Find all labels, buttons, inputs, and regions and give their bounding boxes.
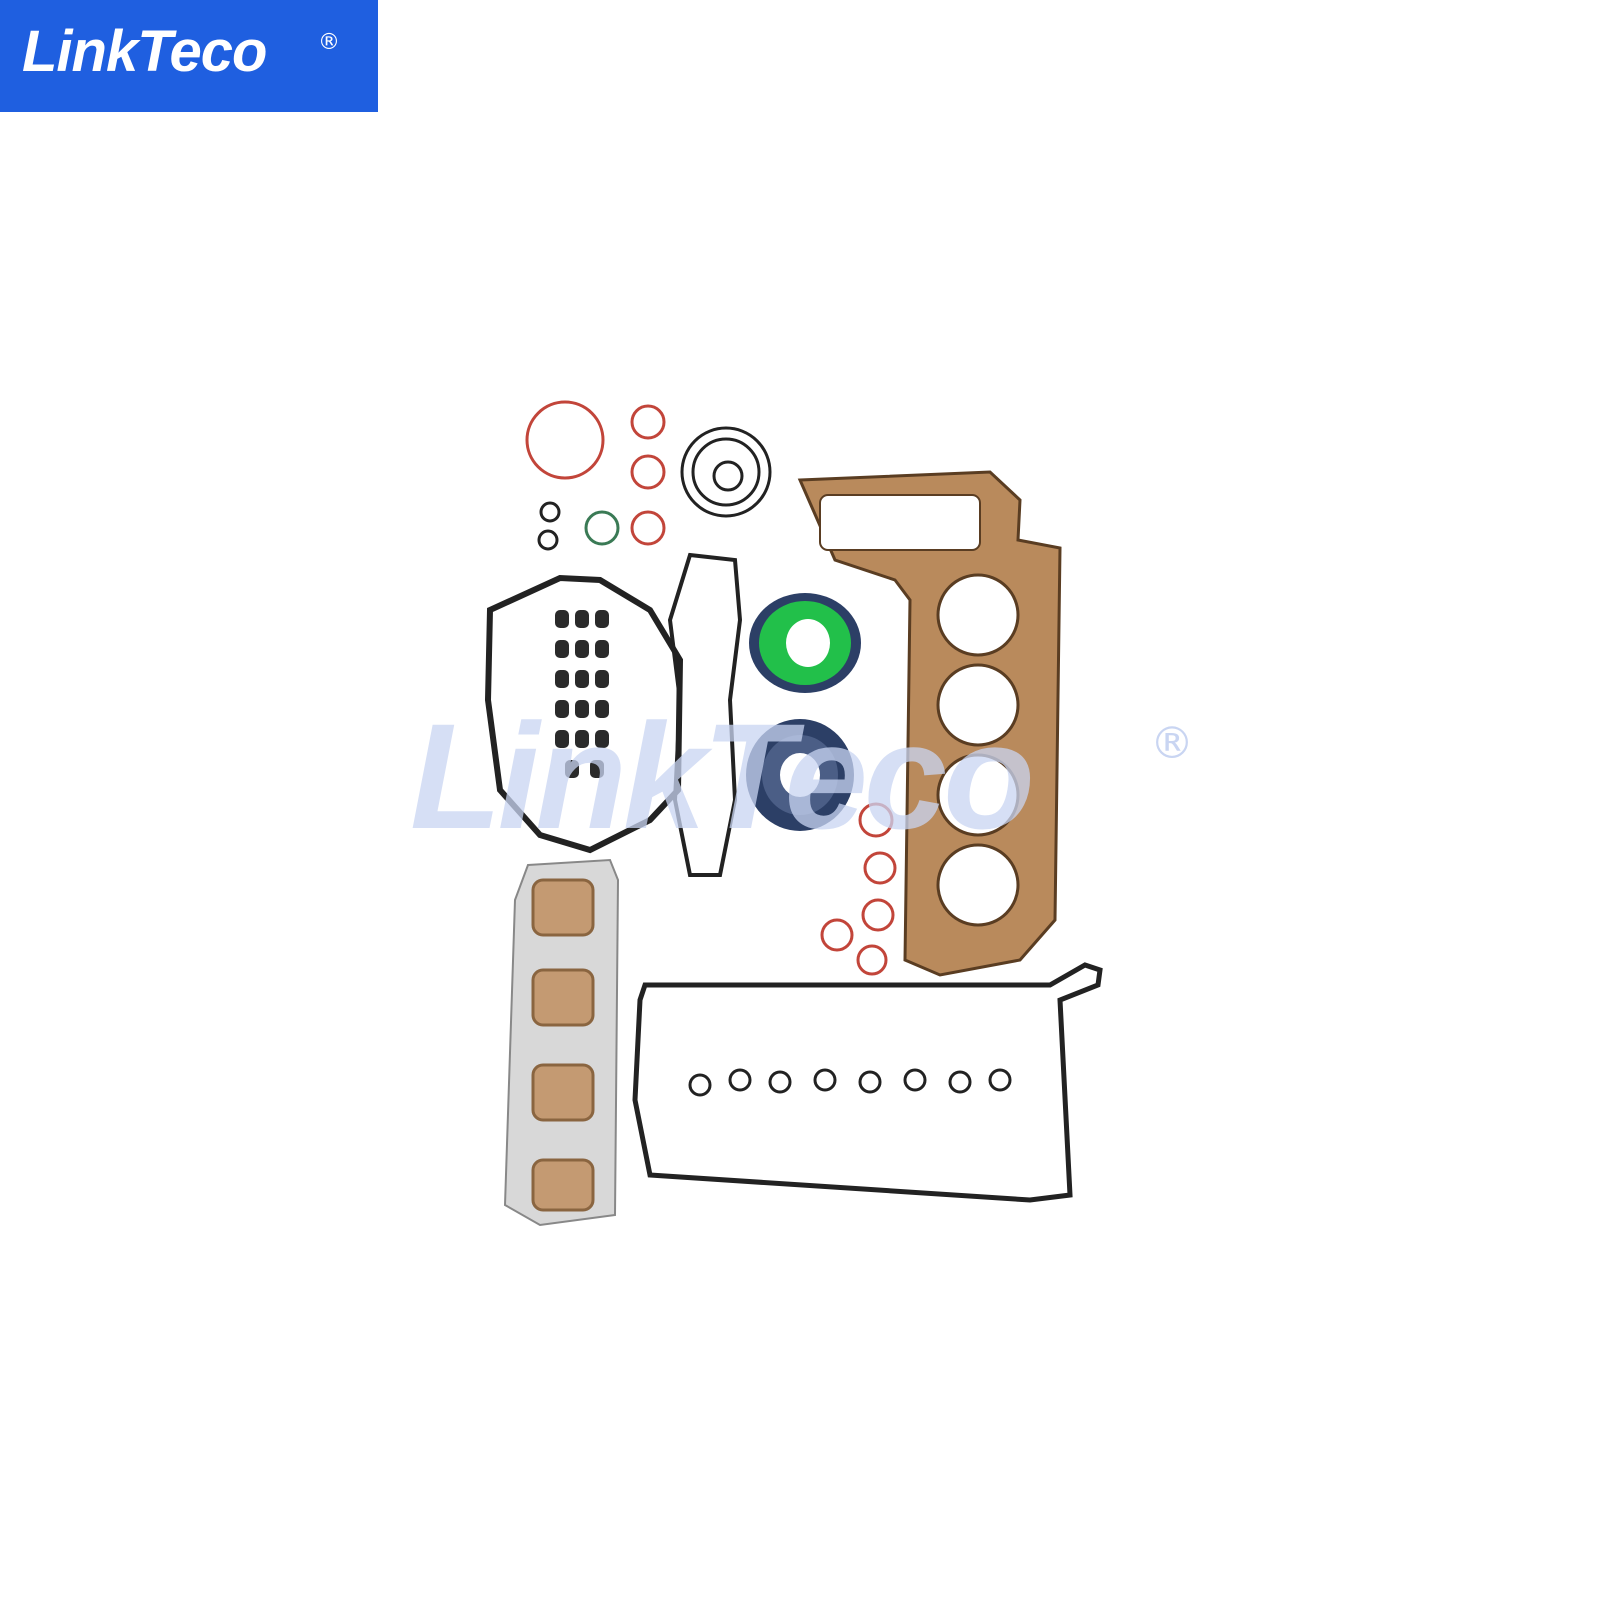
exhaust-manifold-gasket — [503, 858, 620, 1227]
cylinder-head-gasket — [797, 470, 1062, 977]
o-ring — [861, 898, 895, 932]
o-ring — [858, 802, 894, 838]
brand-logo-text: LinkTeco — [22, 19, 267, 84]
green-o-ring — [584, 510, 620, 546]
oil-pan-gasket — [667, 552, 743, 877]
o-ring — [630, 510, 666, 546]
rear-crankshaft-seal — [746, 719, 854, 831]
small-clip — [537, 529, 559, 551]
o-ring — [863, 851, 897, 885]
registered-mark: ® — [318, 30, 340, 55]
black-o-rings — [537, 426, 772, 551]
o-ring — [856, 944, 888, 976]
o-ring-group-top — [525, 400, 897, 976]
watermark-registered-mark: ® — [1150, 718, 1194, 769]
o-ring-black-outer — [680, 426, 772, 518]
brand-watermark: LinkTeco — [410, 692, 1035, 860]
small-clip — [539, 501, 561, 523]
front-crankshaft-seal — [749, 593, 861, 693]
valve-cover-gasket-holes — [688, 1068, 1012, 1097]
o-ring-black-inner — [712, 460, 744, 492]
o-ring — [630, 454, 666, 490]
valve-cover-gasket — [632, 962, 1103, 1203]
valve-stem-seals — [555, 610, 609, 778]
o-ring — [820, 918, 854, 952]
o-ring-large — [525, 400, 605, 480]
o-ring — [630, 404, 666, 440]
brand-logo: LinkTeco ® — [0, 0, 378, 112]
timing-cover-gasket — [484, 574, 684, 854]
o-ring-black-mid — [691, 437, 761, 507]
